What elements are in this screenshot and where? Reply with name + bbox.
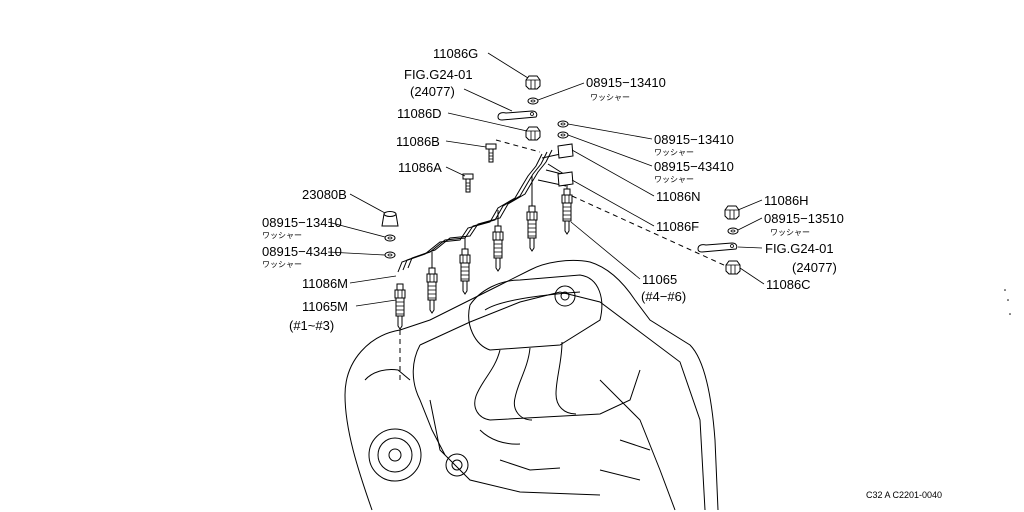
label-11086d: 11086D	[397, 106, 442, 121]
washer-top	[527, 97, 539, 105]
leader-washer-r2	[567, 134, 653, 167]
engine-block	[344, 259, 719, 511]
label-washer-top: 08915−13410	[586, 75, 666, 90]
leader-11086b	[445, 140, 487, 148]
leader-11086h	[737, 199, 763, 211]
label-fig-top-ref: (24077)	[410, 84, 455, 99]
nozzle-6	[561, 188, 573, 235]
leader-fig-top	[463, 88, 513, 112]
label-washer-13510: 08915−13510	[764, 211, 844, 226]
label-washer-l1: 08915−13410	[262, 215, 342, 230]
bolt-11086b	[485, 143, 497, 163]
label-11086m: 11086M	[302, 276, 348, 291]
bolt-11086a	[462, 173, 474, 193]
leader-11086a	[445, 166, 466, 177]
clamp-11086f	[557, 171, 574, 187]
label-fig-right-ref: (24077)	[792, 260, 837, 275]
leader-11086d	[447, 112, 528, 132]
clamp-top	[497, 110, 538, 121]
nozzle-3	[459, 248, 471, 295]
label-11086n: 11086N	[656, 189, 701, 204]
label-fig-top: FIG.G24-01	[404, 67, 473, 82]
label-washer-top-sub: ワッシャー	[590, 93, 630, 102]
nut-11086h	[724, 205, 740, 220]
leader-lines	[327, 52, 765, 307]
leader-11086n	[571, 149, 655, 197]
nozzle-1-11065m	[394, 283, 406, 330]
clamp-right	[697, 242, 738, 253]
nut-11086d	[525, 126, 541, 141]
leader-23080b	[349, 193, 386, 214]
label-23080b: 23080B	[302, 187, 347, 202]
leader-11086c	[739, 267, 765, 285]
leader-11065m	[355, 299, 397, 307]
label-11065m-range: (#1~#3)	[289, 318, 334, 333]
nozzle-2	[426, 267, 438, 314]
label-washer-r2: 08915−43410	[654, 159, 734, 174]
leader-11086f	[571, 179, 655, 227]
leader-11086m	[349, 275, 397, 284]
diagram-code: C32 A C2201-0040	[866, 490, 942, 500]
label-11086c: 11086C	[766, 277, 811, 292]
label-11086a: 11086A	[398, 160, 442, 175]
washer-right-2	[557, 131, 569, 139]
label-washer-l1-sub: ワッシャー	[262, 231, 302, 240]
washer-right-1	[557, 120, 569, 128]
clamp-11086n	[557, 143, 574, 159]
label-11086h: 11086H	[764, 193, 809, 208]
label-11086f: 11086F	[656, 219, 699, 234]
label-washer-r2-sub: ワッシャー	[654, 175, 694, 184]
leader-washer-top	[537, 82, 585, 101]
leader-11086g	[487, 52, 529, 79]
dashed-line-right	[571, 195, 727, 267]
label-washer-r1-sub: ワッシャー	[654, 148, 694, 157]
label-washer-13510-sub: ワッシャー	[770, 228, 810, 237]
nut-11086c	[725, 260, 741, 275]
label-11065-range: (#4−#6)	[641, 289, 686, 304]
dashed-line-top	[495, 139, 541, 153]
label-washer-l2-sub: ワッシャー	[262, 260, 302, 269]
leader-washer-l2	[327, 251, 386, 256]
nut-11086g	[525, 75, 541, 90]
label-11086b: 11086B	[396, 134, 440, 149]
leader-washer-r1	[567, 123, 653, 140]
idler-pulley	[445, 453, 469, 477]
leader-11065	[570, 221, 641, 280]
washer-13510	[727, 227, 739, 235]
label-11086g: 11086G	[433, 46, 478, 61]
injection-pipes	[397, 149, 571, 273]
label-washer-r1: 08915−13410	[654, 132, 734, 147]
leader-washer-l1	[327, 221, 386, 238]
edge-marks	[1004, 289, 1011, 315]
crank-pulley	[368, 428, 422, 482]
cap-23080b	[381, 211, 399, 227]
leader-fig-right	[737, 246, 763, 249]
label-11065: 11065	[642, 272, 677, 287]
nozzle-5	[526, 205, 538, 252]
washer-left-2	[384, 251, 396, 259]
label-fig-right: FIG.G24-01	[765, 241, 834, 256]
leader-washer-13510	[737, 217, 763, 231]
label-11065m: 11065M	[302, 299, 348, 314]
washer-left-1	[384, 234, 396, 242]
nozzle-4	[492, 225, 504, 272]
label-washer-l2: 08915−43410	[262, 244, 342, 259]
